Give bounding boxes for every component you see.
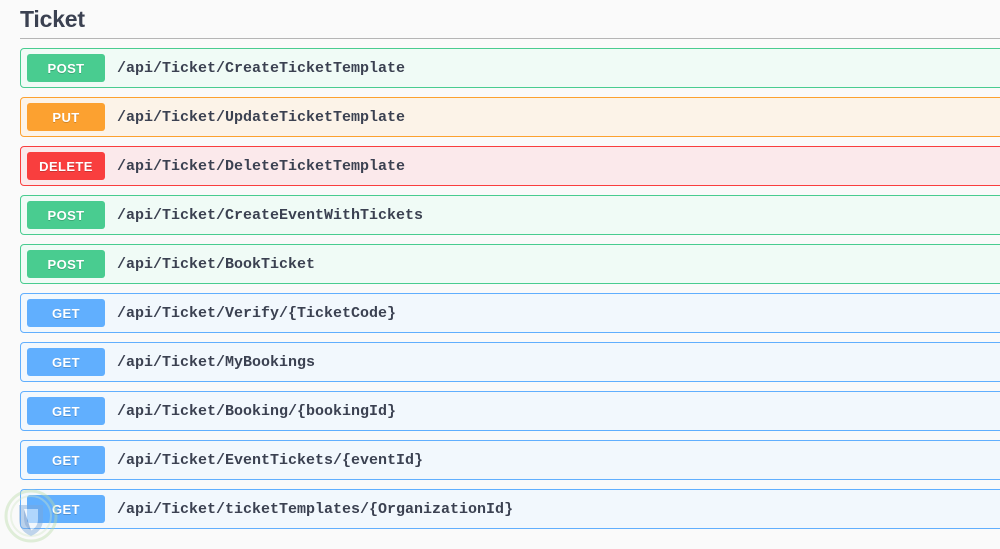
operation-path: /api/Ticket/CreateTicketTemplate xyxy=(117,59,406,77)
http-method-badge: GET xyxy=(27,397,105,425)
http-method-badge: POST xyxy=(27,201,105,229)
http-method-badge: POST xyxy=(27,250,105,278)
operation-path: /api/Ticket/DeleteTicketTemplate xyxy=(117,157,406,175)
tag-section-ticket: Ticket POST/api/Ticket/CreateTicketTempl… xyxy=(0,0,1000,529)
http-method-badge: GET xyxy=(27,495,105,523)
tag-header[interactable]: Ticket xyxy=(0,0,1000,38)
operation-row[interactable]: POST/api/Ticket/CreateEventWithTickets xyxy=(20,195,1000,235)
http-method-badge: GET xyxy=(27,299,105,327)
http-method-badge: GET xyxy=(27,348,105,376)
operation-row[interactable]: DELETE/api/Ticket/DeleteTicketTemplate xyxy=(20,146,1000,186)
operation-path: /api/Ticket/BookTicket xyxy=(117,255,316,273)
http-method-badge: GET xyxy=(27,446,105,474)
operation-row[interactable]: POST/api/Ticket/BookTicket xyxy=(20,244,1000,284)
http-method-badge: POST xyxy=(27,54,105,82)
operation-path: /api/Ticket/EventTickets/{eventId} xyxy=(117,451,424,469)
operation-path: /api/Ticket/UpdateTicketTemplate xyxy=(117,108,406,126)
operation-path: /api/Ticket/ticketTemplates/{Organizatio… xyxy=(117,500,514,518)
http-method-badge: PUT xyxy=(27,103,105,131)
operation-row[interactable]: GET/api/Ticket/Verify/{TicketCode} xyxy=(20,293,1000,333)
operation-row[interactable]: GET/api/Ticket/Booking/{bookingId} xyxy=(20,391,1000,431)
operation-path: /api/Ticket/MyBookings xyxy=(117,353,316,371)
operation-row[interactable]: POST/api/Ticket/CreateTicketTemplate xyxy=(20,48,1000,88)
operation-row[interactable]: GET/api/Ticket/EventTickets/{eventId} xyxy=(20,440,1000,480)
operation-row[interactable]: GET/api/Ticket/ticketTemplates/{Organiza… xyxy=(20,489,1000,529)
operation-row[interactable]: GET/api/Ticket/MyBookings xyxy=(20,342,1000,382)
operation-path: /api/Ticket/CreateEventWithTickets xyxy=(117,206,424,224)
page-title: Ticket xyxy=(20,6,85,32)
tag-divider xyxy=(20,38,1000,39)
operation-path: /api/Ticket/Booking/{bookingId} xyxy=(117,402,397,420)
http-method-badge: DELETE xyxy=(27,152,105,180)
operation-row[interactable]: PUT/api/Ticket/UpdateTicketTemplate xyxy=(20,97,1000,137)
operation-path: /api/Ticket/Verify/{TicketCode} xyxy=(117,304,397,322)
